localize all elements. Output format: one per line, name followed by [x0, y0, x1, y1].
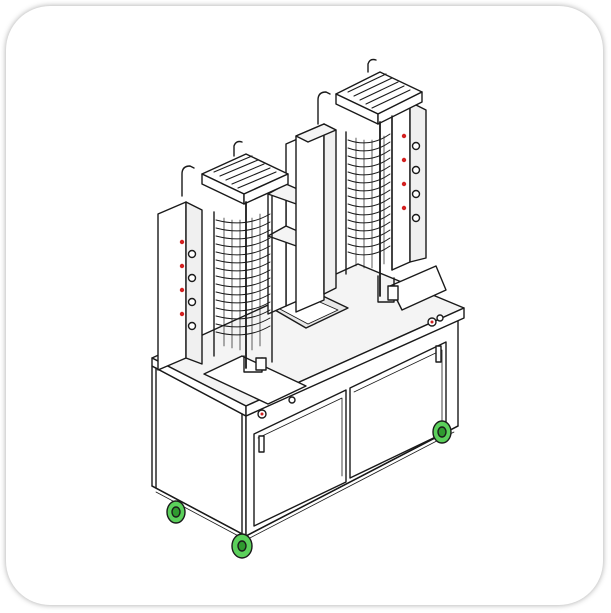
wheel-back-right: [432, 420, 452, 444]
left-burner-panel: [157, 201, 187, 371]
right-burner-panel: [295, 123, 325, 313]
center-shelf-side: [267, 183, 287, 315]
drip-tray-right: [389, 265, 447, 311]
cabinet-door-left: [253, 389, 347, 527]
right-kebab-spit: [345, 115, 393, 297]
wheel-front-left: [166, 500, 186, 524]
left-kebab-spit: [213, 195, 273, 369]
door-handle-right: [435, 345, 442, 363]
wheel-front-right: [231, 533, 253, 559]
product-card: [6, 6, 603, 605]
door-handle-left: [258, 435, 265, 453]
drip-tray-left: [203, 355, 307, 405]
doner-station-icon: [151, 58, 465, 559]
